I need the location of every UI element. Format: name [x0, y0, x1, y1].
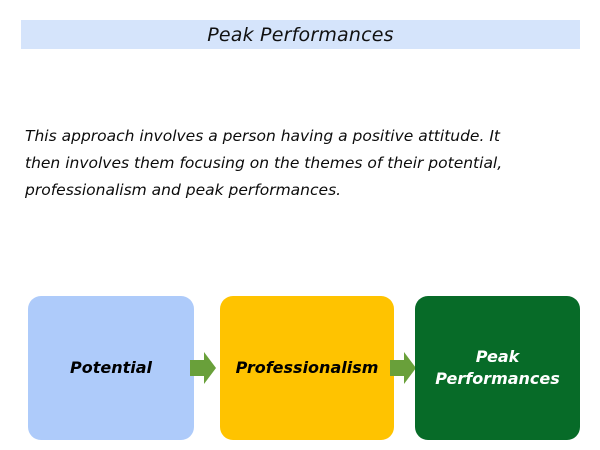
slide-body-text: This approach involves a person having a…	[25, 127, 503, 199]
flow-step-peak-label-line2: Performances	[435, 369, 560, 388]
slide-title-banner: Peak Performances	[21, 20, 580, 49]
flow-step-professionalism[interactable]: Professionalism	[220, 296, 394, 440]
arrow-right-icon	[390, 352, 416, 384]
flow-step-peak-performances[interactable]: Peak Performances	[415, 296, 580, 440]
flow-step-potential[interactable]: Potential	[28, 296, 194, 440]
flow-step-potential-label: Potential	[69, 358, 153, 377]
page-title: Peak Performances	[207, 23, 394, 46]
arrow-right-icon	[190, 352, 216, 384]
flow-step-peak-label-line1: Peak	[475, 347, 520, 366]
flow-step-professionalism-label: Professionalism	[235, 358, 379, 377]
flow-step-peak-performances-label: Peak Performances	[427, 346, 568, 390]
